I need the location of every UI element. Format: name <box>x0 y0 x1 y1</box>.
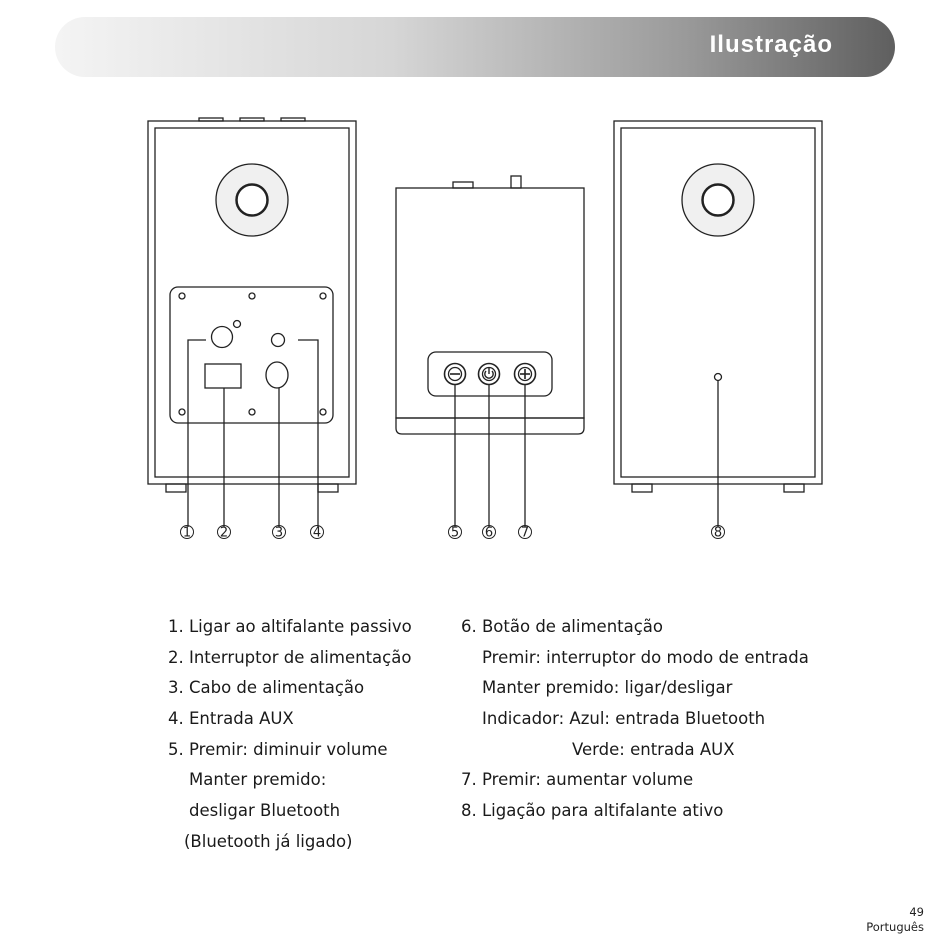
legend-item-5: 5. Premir: diminuir volume <box>168 739 388 759</box>
legend-left-column: 1. Ligar ao altifalante passivo 2. Inter… <box>168 612 412 858</box>
speaker-top-view <box>395 175 585 527</box>
legend-item-5-hold-action: desligar Bluetooth <box>189 801 341 821</box>
legend-item-7: 7. Premir: aumentar volume <box>461 770 694 790</box>
legend-item-6-indicator: Indicador: Azul: entrada Bluetooth <box>482 709 766 729</box>
callout-5: 5 <box>451 526 459 541</box>
legend-item-6-indicator-green: Verde: entrada AUX <box>572 739 735 759</box>
legend-item-8: 8. Ligação para altifalante ativo <box>461 801 724 821</box>
legend-item-4: 4. Entrada AUX <box>168 709 294 729</box>
legend-item-5-note: (Bluetooth já ligado) <box>184 831 353 851</box>
legend-item-2: 2. Interruptor de alimentação <box>168 647 412 667</box>
header-bar: Ilustração <box>55 17 895 77</box>
callout-4: 4 <box>313 526 321 541</box>
legend-right-column: 6. Botão de alimentação Premir: interrup… <box>461 612 809 827</box>
passive-speaker-rear <box>613 120 823 527</box>
active-speaker-rear <box>147 117 357 527</box>
callout-8: 8 <box>714 526 722 541</box>
legend-item-6: 6. Botão de alimentação <box>461 617 664 636</box>
page-footer: 49 Português <box>866 905 924 935</box>
legend-item-5-hold: Manter premido: <box>189 770 327 790</box>
legend-item-1: 1. Ligar ao altifalante passivo <box>168 617 412 636</box>
callout-1: 1 <box>183 526 191 541</box>
callout-6: 6 <box>485 526 493 541</box>
page-title: Ilustração <box>709 31 833 58</box>
legend-item-3: 3. Cabo de alimentação <box>168 678 365 698</box>
callout-3: 3 <box>275 526 283 541</box>
legend-item-6-hold: Manter premido: ligar/desligar <box>482 678 733 698</box>
callout-markers <box>180 525 725 539</box>
page-number: 49 <box>909 905 924 919</box>
callout-2: 2 <box>220 526 228 541</box>
callout-7: 7 <box>521 526 529 541</box>
page-language: Português <box>866 920 924 934</box>
legend-item-6-press: Premir: interruptor do modo de entrada <box>482 647 809 667</box>
